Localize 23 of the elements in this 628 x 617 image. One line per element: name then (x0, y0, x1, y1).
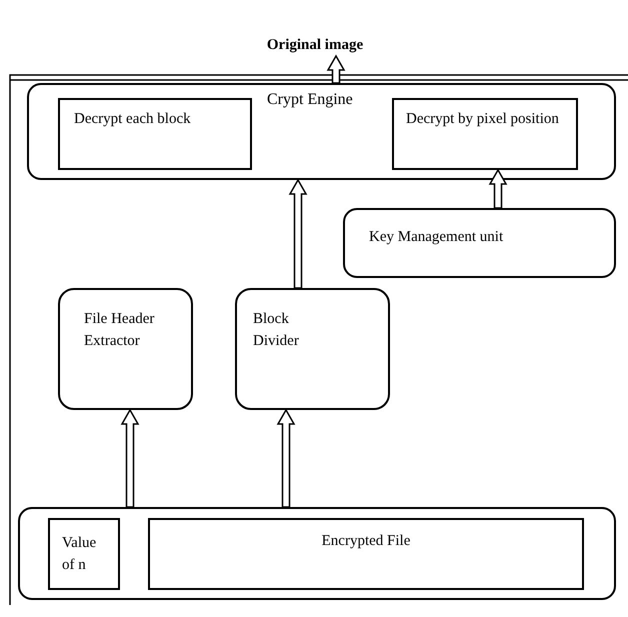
node-label: Key Management unit (368, 228, 504, 247)
process-box (343, 208, 616, 278)
process-box (58, 98, 252, 170)
process-box (235, 288, 390, 410)
title-text: Original image (266, 36, 364, 55)
hollow-arrow (326, 54, 346, 84)
node-label: Crypt Engine (267, 90, 353, 110)
node-label: Value of n (61, 534, 98, 575)
node-label: File Header Extractor (83, 310, 156, 351)
process-box (58, 288, 193, 410)
node-label: Decrypt each block (73, 110, 192, 129)
engine-box (27, 83, 616, 180)
node-label: Block Divider (252, 310, 300, 351)
hollow-arrow (488, 168, 508, 209)
node-label: Encrypted File (320, 532, 412, 551)
process-box (48, 518, 120, 590)
hollow-arrow (288, 178, 308, 289)
process-box (148, 518, 584, 590)
container-box (18, 507, 616, 600)
process-box (392, 98, 578, 170)
hollow-arrow (120, 408, 140, 508)
node-label: Decrypt by pixel position (405, 110, 560, 129)
hollow-arrow (276, 408, 296, 508)
